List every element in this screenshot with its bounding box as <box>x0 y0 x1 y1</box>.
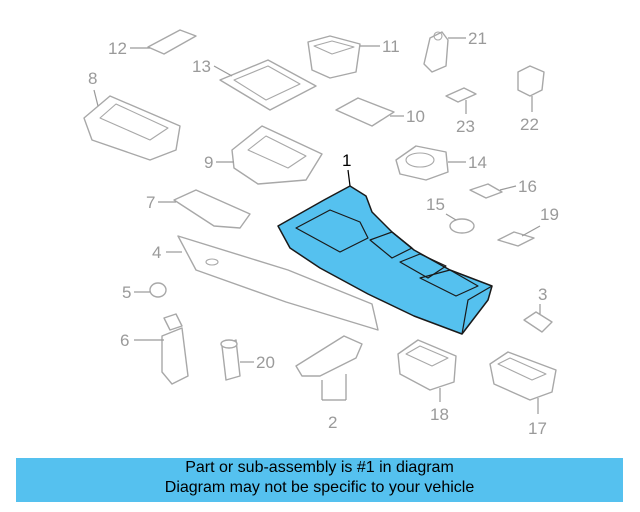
callout-1: 1 <box>342 151 351 187</box>
part-2 <box>295 335 363 377</box>
svg-text:12: 12 <box>108 39 127 58</box>
part-4 <box>177 235 379 331</box>
svg-text:15: 15 <box>426 195 445 214</box>
callout-6: 6 <box>120 331 164 350</box>
part-15 <box>449 218 475 234</box>
callout-17: 17 <box>528 398 547 438</box>
svg-text:16: 16 <box>518 177 537 196</box>
callout-5: 5 <box>122 283 150 302</box>
banner-line-2: Diagram may not be specific to your vehi… <box>164 479 475 496</box>
part-11 <box>307 35 361 79</box>
info-banner: Part or sub-assembly is #1 in diagram Di… <box>16 458 623 502</box>
callout-13: 13 <box>192 57 233 77</box>
svg-text:7: 7 <box>146 193 155 212</box>
svg-text:5: 5 <box>122 283 131 302</box>
callout-16: 16 <box>499 177 537 196</box>
svg-text:19: 19 <box>540 205 559 224</box>
part-3 <box>523 311 553 333</box>
callout-10: 10 <box>390 107 425 126</box>
part-16 <box>469 183 503 199</box>
svg-text:3: 3 <box>538 285 547 304</box>
callout-8: 8 <box>88 69 99 107</box>
callout-9: 9 <box>204 153 234 172</box>
part-23 <box>445 87 477 103</box>
callout-15: 15 <box>426 195 457 221</box>
svg-text:18: 18 <box>430 405 449 424</box>
svg-text:13: 13 <box>192 57 211 76</box>
svg-text:14: 14 <box>468 153 487 172</box>
part-10 <box>335 97 395 127</box>
svg-text:21: 21 <box>468 29 487 48</box>
part-13 <box>219 59 317 111</box>
part-19 <box>497 231 535 247</box>
callout-12: 12 <box>108 39 150 58</box>
svg-text:9: 9 <box>204 153 213 172</box>
svg-text:17: 17 <box>528 419 547 438</box>
callout-22: 22 <box>520 96 539 134</box>
part-20 <box>220 339 241 381</box>
svg-text:20: 20 <box>256 353 275 372</box>
callout-3: 3 <box>538 285 547 314</box>
part-9 <box>231 125 323 185</box>
callout-11: 11 <box>360 37 400 56</box>
svg-text:11: 11 <box>382 37 400 56</box>
part-14 <box>395 145 449 181</box>
part-22 <box>517 65 545 97</box>
part-1 <box>277 185 493 335</box>
part-5 <box>149 282 167 298</box>
part-6 <box>161 313 189 385</box>
svg-text:6: 6 <box>120 331 129 350</box>
part-17 <box>489 351 557 401</box>
callout-18: 18 <box>430 388 449 424</box>
part-21 <box>423 31 449 73</box>
callout-20: 20 <box>240 353 275 372</box>
callout-4: 4 <box>152 243 182 262</box>
svg-text:1: 1 <box>342 151 351 170</box>
part-8 <box>83 95 181 161</box>
svg-text:4: 4 <box>152 243 161 262</box>
svg-text:10: 10 <box>406 107 425 126</box>
banner-line-1: Part or sub-assembly is #1 in diagram <box>185 459 454 476</box>
part-7 <box>173 189 251 229</box>
callout-2: 2 <box>321 374 347 432</box>
svg-text:23: 23 <box>456 117 475 136</box>
parts-diagram: 12 11 21 13 22 8 <box>83 29 559 438</box>
part-18 <box>397 339 457 391</box>
callout-21: 21 <box>448 29 487 48</box>
svg-text:8: 8 <box>88 69 97 88</box>
svg-text:2: 2 <box>328 413 337 432</box>
part-12 <box>147 29 197 55</box>
callout-7: 7 <box>146 193 176 212</box>
callout-23: 23 <box>456 100 475 136</box>
svg-text:22: 22 <box>520 115 539 134</box>
callout-19: 19 <box>521 205 559 237</box>
callout-14: 14 <box>448 153 487 172</box>
